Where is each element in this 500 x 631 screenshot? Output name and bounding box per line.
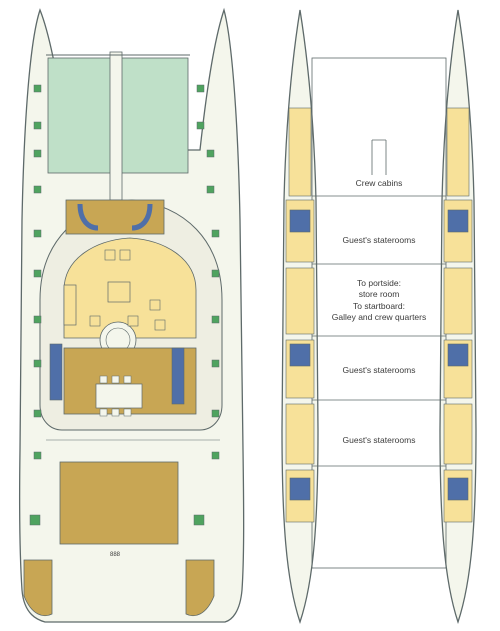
bed [447, 343, 469, 367]
hatch [33, 185, 42, 194]
armchair-4 [89, 315, 101, 327]
label-store-line3: To startboard: [353, 301, 405, 311]
starboard-hull-rooms [443, 107, 473, 523]
hatch [33, 359, 42, 368]
aft-deck-floor [59, 461, 179, 545]
armchair-6 [154, 319, 166, 331]
hatch [211, 229, 220, 238]
hatch [33, 84, 42, 93]
cockpit-bench-starboard [131, 203, 153, 231]
hull-marking: 888 [110, 552, 121, 558]
galley-starboard [443, 267, 473, 335]
hatch [211, 409, 220, 418]
dining-chair-4 [99, 408, 108, 417]
armchair-2 [104, 249, 116, 261]
accommodation-plan: Crew cabins Guest's staterooms To portsi… [281, 9, 477, 625]
hatch [206, 149, 215, 158]
mast-step [371, 139, 387, 175]
transom-step-port [23, 559, 53, 617]
hatch [211, 315, 220, 324]
trampoline-port [47, 57, 117, 174]
crew-cabin-starboard [446, 107, 470, 197]
bed [447, 209, 469, 233]
bed [289, 209, 311, 233]
dining-table [95, 383, 143, 409]
label-guests-staterooms-1: Guest's staterooms [343, 235, 416, 245]
dining-chair-2 [111, 375, 120, 384]
hatch [33, 121, 42, 130]
crew-cabin-port [288, 107, 312, 197]
label-guests-staterooms-3: Guest's staterooms [343, 435, 416, 445]
label-store-line4: Galley and crew quarters [332, 312, 427, 322]
aft-bench-starboard [171, 347, 185, 405]
dining-chair-3 [123, 375, 132, 384]
cockpit-bench-port [77, 203, 99, 231]
stateroom-3-starboard [443, 403, 473, 465]
hatch [211, 451, 220, 460]
label-store-line1: To portside: [357, 278, 401, 288]
hatch [193, 514, 205, 526]
bed [447, 477, 469, 501]
hatches-port [29, 84, 42, 526]
hatch [33, 269, 42, 278]
store-room-port [285, 267, 315, 335]
label-crew-cabins: Crew cabins [356, 178, 403, 188]
label-store-line2: store room [359, 289, 400, 299]
dining-chair-1 [99, 375, 108, 384]
hatch [211, 359, 220, 368]
hatch [33, 409, 42, 418]
saloon-table [107, 281, 131, 303]
hatches-starboard [193, 84, 220, 526]
stateroom-3-port [285, 403, 315, 465]
bed [289, 343, 311, 367]
hatch [33, 149, 42, 158]
port-hull-rooms [285, 107, 315, 523]
saloon-sofa [63, 284, 77, 326]
label-guests-staterooms-2: Guest's staterooms [343, 365, 416, 375]
transom-step-starboard [185, 559, 215, 617]
hatch [196, 84, 205, 93]
dining-chair-6 [123, 408, 132, 417]
hatch [196, 121, 205, 130]
hatch [33, 229, 42, 238]
hatch [29, 514, 41, 526]
aft-bench-port [49, 343, 63, 401]
bed [289, 477, 311, 501]
armchair-1 [119, 249, 131, 261]
armchair-5 [127, 315, 139, 327]
main-deck-plan: 888 [18, 7, 245, 623]
dining-chair-5 [111, 408, 120, 417]
hatch [211, 269, 220, 278]
hatch [33, 315, 42, 324]
hatch [33, 451, 42, 460]
trampoline-starboard [119, 57, 189, 174]
forward-beam [109, 51, 123, 201]
hatch [206, 185, 215, 194]
armchair-3 [149, 299, 161, 311]
